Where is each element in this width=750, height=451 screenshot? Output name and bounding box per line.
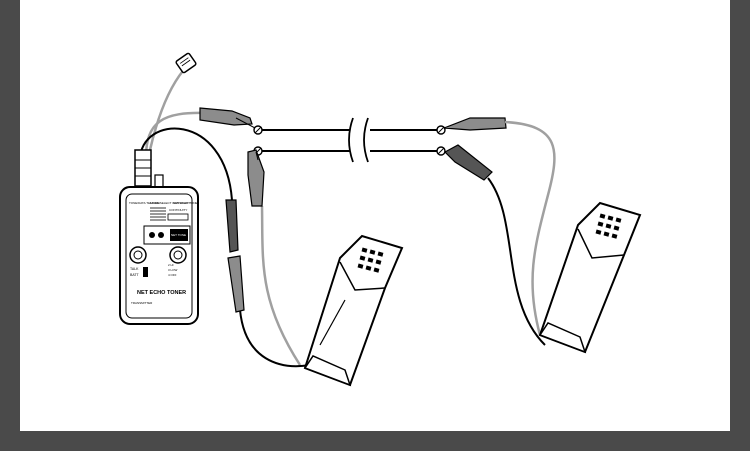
alligator-clip-right-bottom — [444, 144, 493, 181]
left-label-talk: TALK — [130, 267, 139, 271]
probe-keypad-right — [595, 213, 622, 239]
probe-receiver-left — [303, 234, 404, 387]
svg-text:NET TONE: NET TONE — [171, 233, 186, 237]
right-wires — [487, 120, 556, 346]
mode-list-lines — [150, 207, 166, 221]
top-label-1: TONE/DATA TEL/DATA — [129, 201, 160, 205]
probe-receiver-right — [538, 201, 642, 354]
terminal-screw-left-top — [253, 125, 263, 135]
right-label-1: 2 HI — [168, 263, 174, 267]
cable-pair — [258, 129, 440, 152]
cable-break-symbol — [348, 117, 369, 163]
black-wires-left — [139, 127, 311, 368]
left-label-batt: BATT — [130, 273, 140, 277]
continuity-switch[interactable] — [167, 213, 189, 221]
alligator-clip-right-top — [443, 117, 507, 131]
transmitter-device: TONE/DATA TEL/DATA MODE SELECT CONTINUIT… — [119, 149, 199, 325]
alligator-clip-left-dark — [225, 199, 245, 313]
rj-connector — [175, 52, 197, 74]
device-name: NET ECHO TONER — [137, 290, 186, 296]
alligator-clip-left-bottom — [247, 149, 265, 207]
terminal-screw-right-bottom — [436, 146, 446, 156]
indicator-led-2 — [158, 232, 164, 238]
top-label-3: NET ECHO TONE — [173, 201, 198, 205]
device-mode: TRANSMITTER — [131, 301, 153, 305]
right-label-2: 3 LOW — [168, 268, 178, 272]
terminal-screw-right-top — [436, 125, 446, 135]
top-label-2: MODE SELECT CONTINUITY — [150, 201, 191, 205]
mode-display — [170, 229, 188, 241]
switch-label: CONTINUITY — [169, 208, 187, 212]
alligator-clip-left-top — [199, 107, 256, 129]
indicator-led-1 — [149, 232, 155, 238]
right-label-3: 4 OFF — [168, 273, 177, 277]
probe-keypad-left — [357, 247, 384, 273]
